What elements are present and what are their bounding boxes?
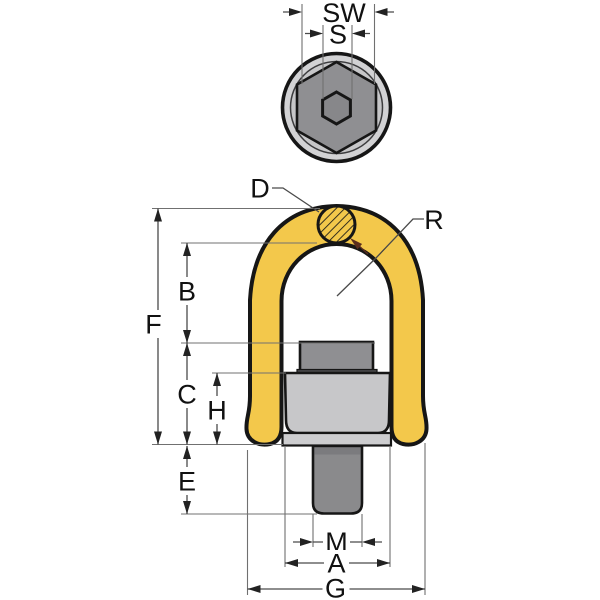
arrowhead — [154, 431, 162, 445]
dim-e: E — [174, 446, 200, 514]
arrowhead — [183, 501, 191, 514]
ext-line-g — [246, 443, 426, 595]
dim-b: B — [174, 243, 200, 343]
leader-line-r — [336, 218, 424, 297]
dim-g: G — [247, 574, 425, 600]
front-view: F B C H — [141, 174, 444, 600]
arrowhead — [183, 343, 191, 356]
arrowhead — [285, 559, 298, 567]
dim-s: S — [305, 20, 370, 99]
top-view: SW S — [280, 0, 394, 164]
dim-label-c: C — [177, 380, 197, 410]
arrowhead — [352, 29, 365, 38]
washer-flange — [281, 431, 393, 447]
dim-c: C — [174, 343, 200, 445]
stud-neck-shade — [314, 447, 361, 455]
hex-socket — [321, 90, 352, 126]
threaded-stud — [311, 444, 364, 515]
arrowhead — [213, 373, 221, 386]
collar-nut — [298, 340, 375, 373]
dim-label-m: M — [325, 527, 348, 557]
arrowhead — [310, 29, 323, 38]
arrowhead — [154, 208, 162, 222]
arrowhead — [289, 8, 302, 16]
arrowhead — [183, 243, 191, 256]
arrowhead — [300, 538, 313, 546]
leader-r: R — [336, 205, 444, 297]
ext-line-a — [284, 447, 391, 567]
dim-label-e: E — [178, 467, 196, 497]
dim-label-s: S — [329, 20, 347, 50]
arrowhead — [362, 538, 375, 546]
arrowhead — [377, 559, 390, 567]
dim-m: M — [293, 527, 382, 557]
arrowhead — [183, 431, 191, 445]
arrowhead — [183, 330, 191, 343]
arrowhead — [183, 446, 191, 459]
ext-line-s — [322, 25, 353, 99]
section-pointer-line — [357, 244, 369, 255]
dim-label-a: A — [327, 549, 345, 579]
arrowhead — [213, 431, 221, 445]
ext-line-sw — [301, 4, 376, 84]
arrowhead — [376, 245, 388, 258]
dim-label-d: D — [250, 174, 270, 204]
leader-d: D — [250, 174, 320, 213]
dim-label-f: F — [145, 310, 162, 340]
dim-label-g: G — [325, 574, 346, 600]
arrowhead — [374, 8, 388, 16]
dim-label-r: R — [424, 205, 444, 235]
body — [283, 371, 392, 435]
arrowhead — [412, 585, 425, 593]
arrowhead — [247, 585, 261, 593]
dim-h: H — [204, 373, 230, 445]
dim-sw: SW — [283, 0, 394, 84]
dim-a: A — [285, 549, 390, 579]
leader-line-d — [272, 187, 320, 213]
dim-label-h: H — [207, 396, 227, 426]
dim-f: F — [141, 208, 166, 445]
dim-label-sw: SW — [322, 0, 366, 28]
cross-section-circle — [316, 204, 357, 245]
dim-label-b: B — [178, 277, 196, 307]
